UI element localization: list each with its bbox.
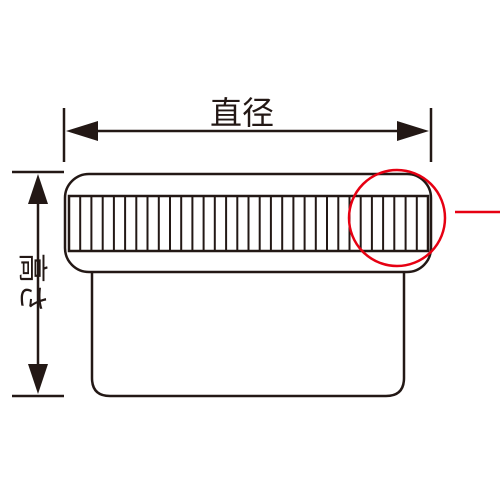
height-arrow-top [28,174,48,204]
height-label: 高さ [14,253,49,313]
diameter-arrow-right [397,121,429,141]
diameter-dimension [62,108,433,162]
jar-body [90,272,406,398]
height-arrow-bottom [28,364,48,394]
lid-ribs [79,196,418,251]
height-dimension [12,170,64,398]
detail-highlight-circle [347,168,447,268]
diameter-arrow-left [66,121,98,141]
diameter-label: 直径 [210,94,274,132]
